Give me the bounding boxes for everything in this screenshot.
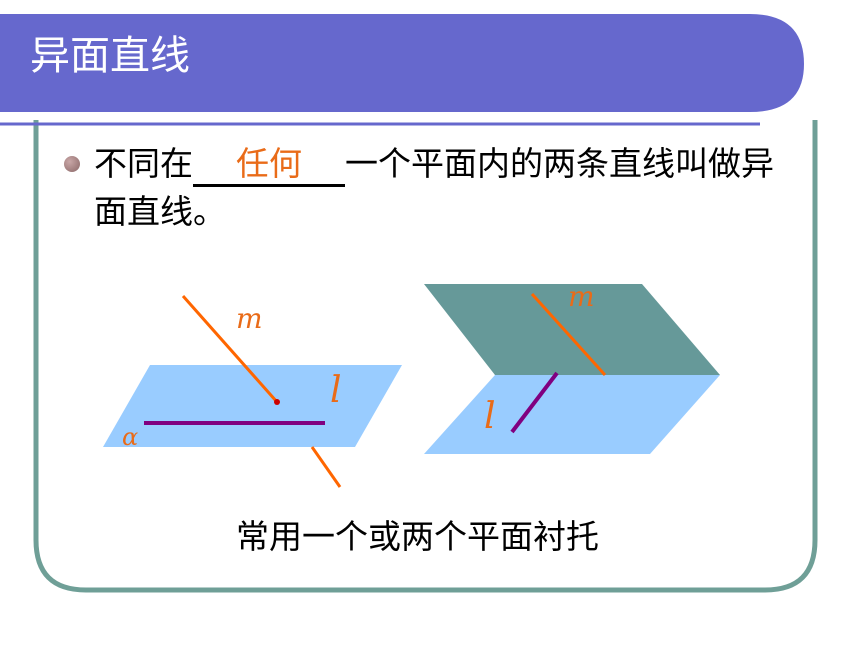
definition-prefix: 不同在 — [94, 144, 193, 183]
intersection-point — [274, 399, 280, 405]
label-alpha: α — [122, 423, 139, 451]
line-m-right — [530, 292, 607, 377]
label-m-right: m — [568, 280, 595, 313]
label-m-left: m — [236, 302, 263, 335]
figure-caption: 常用一个或两个平面衬托 — [236, 517, 599, 556]
label-l-right: l — [484, 396, 496, 437]
plane-alpha — [103, 365, 402, 447]
slide-title: 异面直线 — [30, 33, 190, 79]
label-l-left: l — [330, 370, 342, 411]
line-m-lower — [310, 446, 342, 488]
figure-two-planes — [424, 284, 720, 454]
definition-text: 不同在 任何一个平面内的两条直线叫做异面直线。 — [94, 140, 784, 236]
plane-lower — [424, 375, 720, 454]
definition-suffix: 一个平面内的两条直线叫做异面直线。 — [94, 144, 774, 231]
fill-in-blank: 任何 — [193, 144, 345, 187]
bullet-dot-icon — [64, 156, 80, 172]
line-l-right — [510, 371, 559, 434]
header-bar — [0, 14, 804, 112]
content-frame — [33, 120, 818, 593]
figure-single-plane — [103, 295, 402, 488]
plane-upper — [424, 284, 720, 375]
blank-answer: 任何 — [236, 144, 302, 183]
line-m-upper — [181, 295, 279, 403]
